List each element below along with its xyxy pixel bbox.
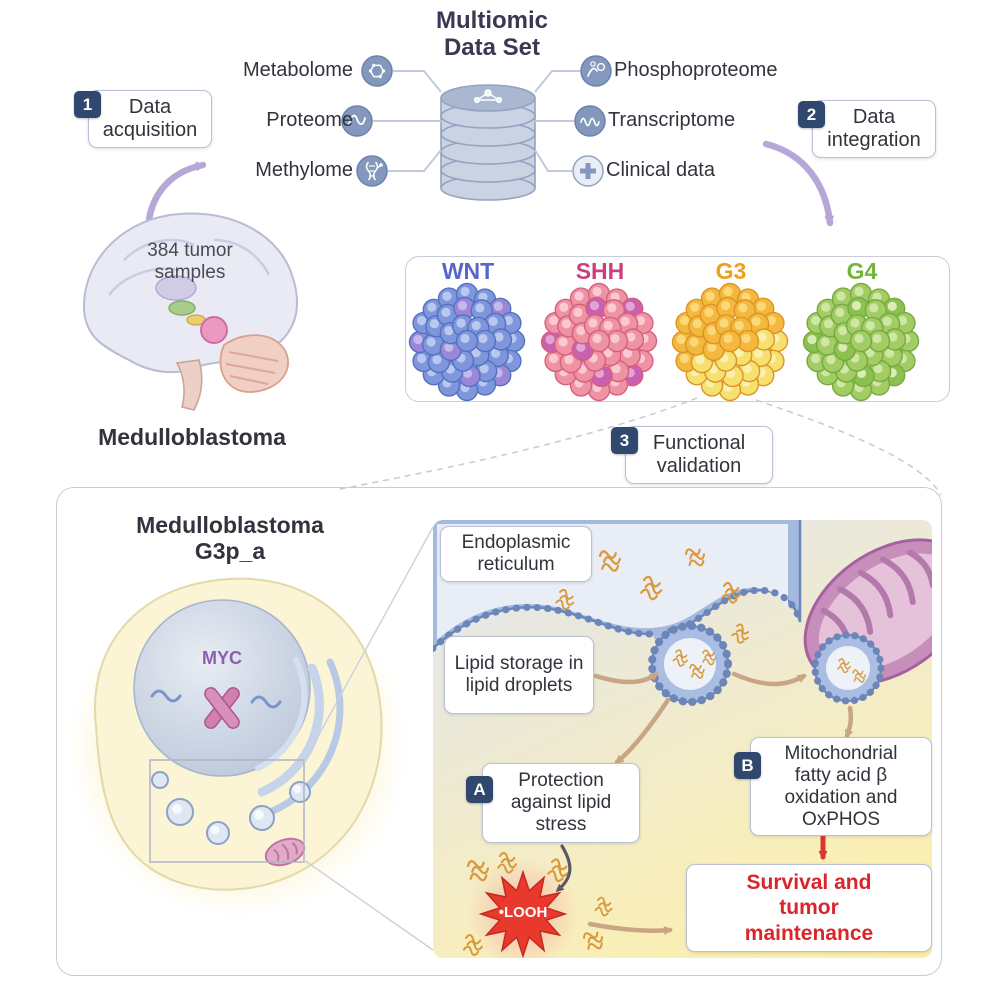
figure-title: Multiomic Data Set [436, 7, 548, 61]
label-metabolome: Metabolome [242, 59, 353, 81]
cell-title: Medulloblastoma G3p_a [100, 512, 360, 565]
transcriptome-icon [574, 105, 606, 137]
label-methylome: Methylome [255, 159, 353, 181]
label-proteome: Proteome [266, 109, 353, 131]
cerebellum [219, 334, 289, 393]
subgroup-label-g4: G4 [846, 258, 878, 284]
pathway-b-badge: B [734, 752, 761, 779]
cell-title-line1: Medulloblastoma [136, 512, 324, 538]
clinical-data-icon [572, 155, 604, 187]
step-1-box: Data acquisition [88, 90, 212, 148]
database-icon [440, 84, 536, 201]
pathway-b-box: Mitochondrial fatty acid β oxidation and… [750, 737, 932, 837]
molecule-glyph-icon [473, 89, 503, 104]
subgroup-label-g3: G3 [715, 258, 747, 284]
brainstem [175, 359, 203, 411]
step-2-badge: 2 [798, 101, 825, 128]
step-3-box: Functional validation [625, 426, 773, 484]
subgroup-label-shh: SHH [575, 258, 625, 284]
cell-title-line2: G3p_a [194, 538, 266, 565]
pathway-a-badge: A [466, 776, 493, 803]
pathway-a-box: Protection against lipid stress [482, 763, 640, 843]
lipid-storage-box: Lipid storage in lipid droplets [444, 636, 594, 714]
arrow-acquisition [144, 161, 207, 244]
looh-label: •LOOH [498, 904, 548, 921]
step-1-badge: 1 [74, 91, 101, 118]
myc-label: MYC [202, 648, 242, 668]
brain-label: Medulloblastoma [98, 424, 286, 450]
step-3-badge: 3 [611, 427, 638, 454]
label-clinical-data: Clinical data [606, 159, 715, 181]
outcome-box: Survival and tumor maintenance [686, 864, 932, 952]
metabolome-icon [361, 55, 393, 87]
er-label-box: Endoplasmic reticulum [440, 526, 592, 582]
omics-connectors [373, 70, 580, 172]
brain-sample-count: 384 tumor samples [147, 240, 233, 283]
label-phosphoproteome: Phosphoproteome [614, 59, 778, 81]
subgroup-label-wnt: WNT [441, 258, 495, 284]
phosphoproteome-icon [580, 55, 612, 87]
tumor-site-marker [200, 316, 228, 344]
label-transcriptome: Transcriptome [608, 109, 736, 131]
methylome-icon [356, 155, 388, 187]
step-2-box: Data integration [812, 100, 936, 158]
